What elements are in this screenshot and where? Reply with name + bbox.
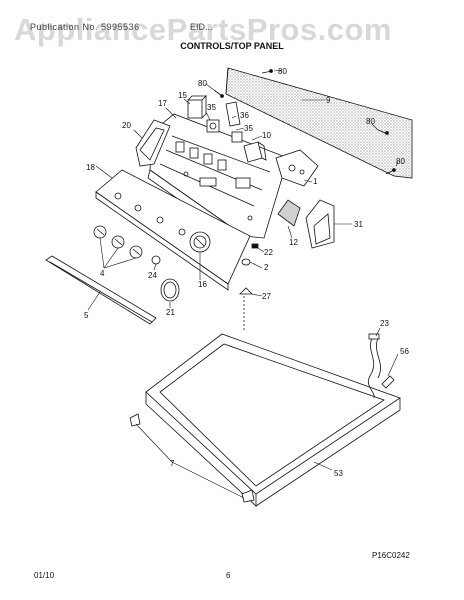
callout-label: 17 [158,99,167,108]
page-number: 6 [226,571,231,580]
section-title: CONTROLS/TOP PANEL [180,41,284,51]
callout-label: 35 [207,103,216,112]
callout-label: 20 [122,121,131,130]
knob-4-b [111,235,125,249]
hinge-7-left [129,413,141,427]
switch-part-35-top [206,119,220,133]
callout-label: 80 [396,157,405,166]
callout-label: 36 [240,111,249,120]
hinge-7-right [241,489,255,503]
figure-code: P16C0242 [372,551,410,560]
part-22-clip [251,243,259,249]
wire-harness-part-23 [367,333,381,399]
callout-label: 23 [380,319,389,328]
trim-strip-part-5 [45,255,157,325]
callout-label: 2 [264,263,269,272]
terminal-part-56 [381,375,395,389]
callout-label: 80 [198,79,207,88]
callout-label: 53 [334,469,343,478]
callout-label: 9 [326,96,331,105]
filter-part-12 [277,199,301,227]
callout-label: 18 [86,163,95,172]
component-part-10 [243,141,267,163]
callout-label: 21 [166,308,175,317]
callout-label: 24 [148,271,157,280]
main-control-part-1 [275,149,319,187]
callout-label: 80 [366,117,375,126]
knob-24 [151,255,161,265]
callout-label: 16 [198,280,207,289]
control-board-part-36 [225,101,241,127]
insulation-panel-part [225,67,413,179]
callout-label: 7 [170,459,175,468]
knob-ring-21 [160,278,180,302]
callout-label: 22 [264,248,273,257]
screw-80-left [213,89,224,98]
top-panel-part-53 [145,296,401,507]
callout-label: 31 [354,220,363,229]
selector-knob-16 [189,231,211,253]
relay-part-15 [187,95,207,119]
callout-label: 35 [244,124,253,133]
screw-80-lower [385,168,396,175]
part-27-bumper [239,287,253,295]
callout-label: 56 [400,347,409,356]
publication-number: Publication No. 5995536 [30,22,140,32]
footer-date: 01/10 [34,571,55,580]
callout-label: 4 [100,269,105,278]
right-end-cap-part [305,199,335,249]
knob-4-a [93,225,107,239]
screw-80-top [261,69,273,74]
watermark: AppliancePartsPros.com [14,12,392,47]
callout-labels: 80 80 9 80 80 15 35 36 35 17 10 20 18 1 … [84,67,409,478]
model-number: EID... [190,22,213,32]
screw-80-right [377,129,389,135]
callout-label: 5 [84,311,89,320]
callout-label: 80 [278,67,287,76]
callout-label: 10 [262,131,271,140]
callout-label: 27 [262,292,271,301]
console-panel-part-18 [95,169,251,291]
switch-part-35-lower [231,131,243,143]
callout-label: 15 [178,91,187,100]
knob-4-c [129,245,143,259]
part-2-button [241,258,251,266]
left-end-cap-part [135,119,171,167]
callout-label: 1 [313,177,318,186]
callout-label: 12 [289,238,298,247]
